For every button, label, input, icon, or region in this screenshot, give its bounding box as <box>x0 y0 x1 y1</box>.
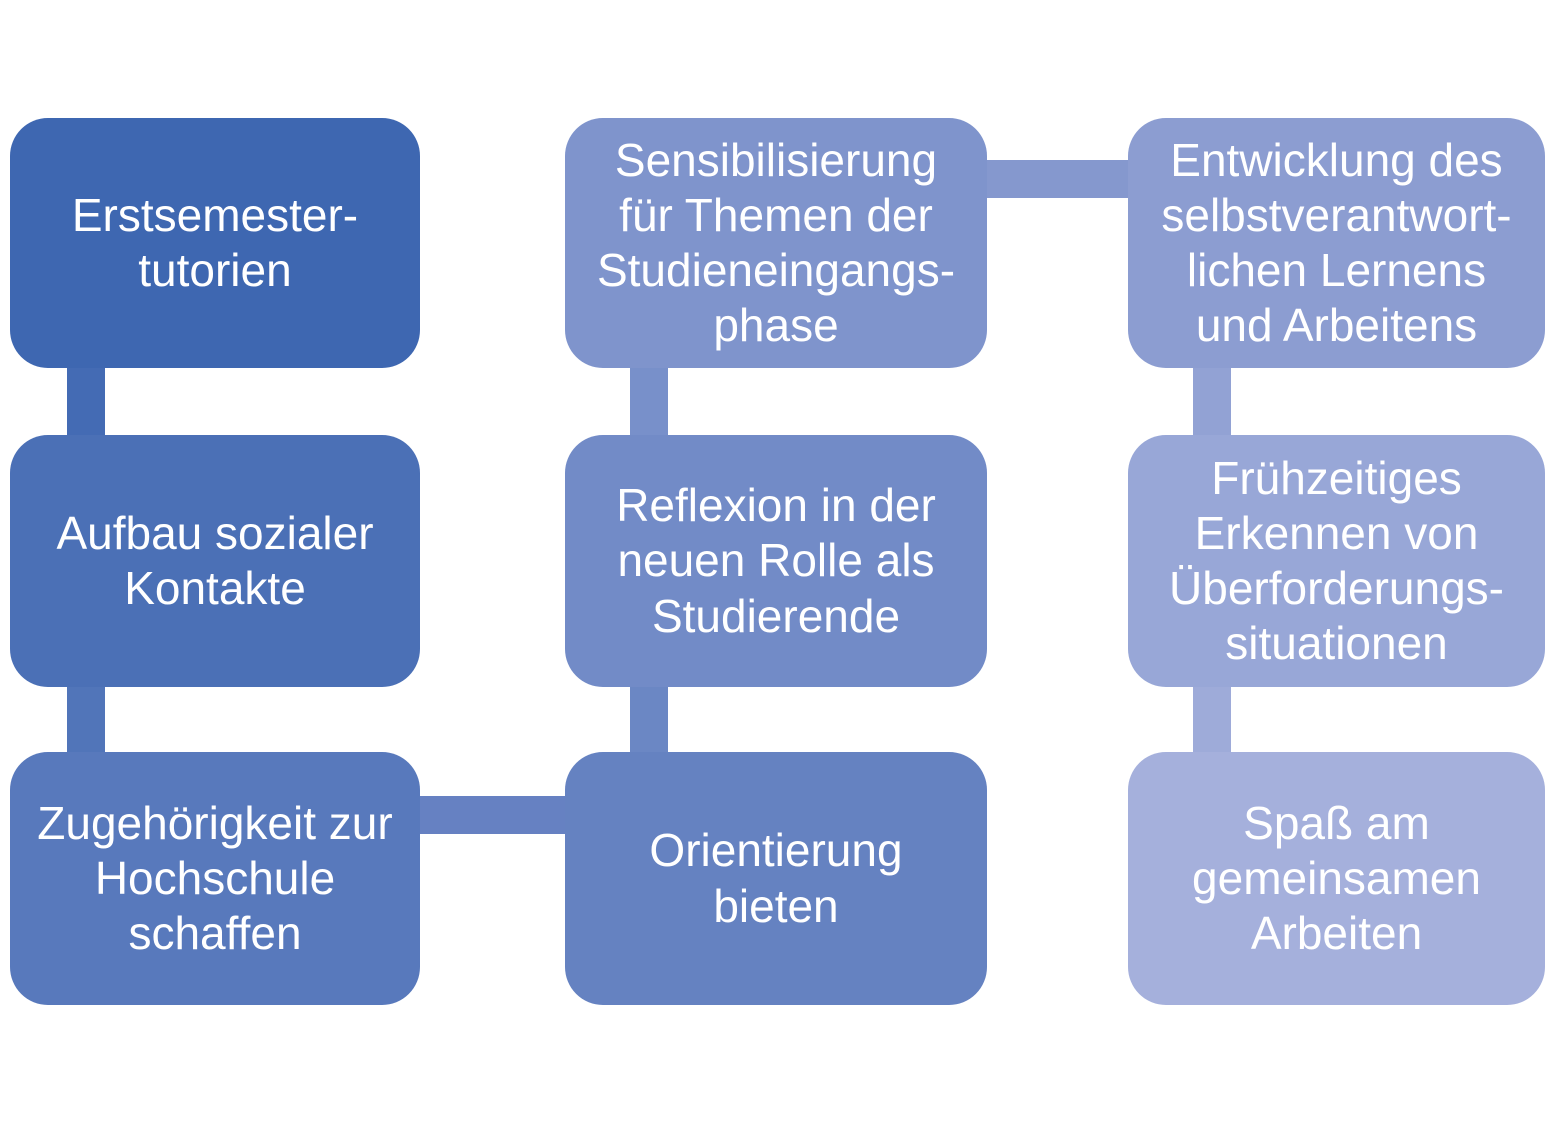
box-entwicklung-selbstverantwortliches-lernen: Entwicklung des selbstverantwort- lichen… <box>1128 118 1545 368</box>
box-sensibilisierung-studieneingangsphase: Sensibilisierung für Themen der Studiene… <box>565 118 987 368</box>
connector-5-6 <box>630 355 668 445</box>
box-zugehoerigkeit-zur-hochschule: Zugehörigkeit zur Hochschule schaffen <box>10 752 420 1005</box>
box-orientierung-bieten: Orientierung bieten <box>565 752 987 1005</box>
box-fruehzeitiges-erkennen-ueberforderung: Frühzeitiges Erkennen von Überforderungs… <box>1128 435 1545 687</box>
connector-2-3 <box>67 675 105 762</box>
box-erstsemester-tutorien: Erstsemester- tutorien <box>10 118 420 368</box>
connector-8-9 <box>1193 675 1231 762</box>
connector-4-5 <box>630 675 668 762</box>
connector-6-7 <box>978 160 1138 198</box>
box-aufbau-sozialer-kontakte: Aufbau sozialer Kontakte <box>10 435 420 687</box>
connector-3-4 <box>412 796 574 834</box>
connector-7-8 <box>1193 355 1231 445</box>
box-reflexion-neue-rolle: Reflexion in der neuen Rolle als Studier… <box>565 435 987 687</box>
box-spass-am-gemeinsamen-arbeiten: Spaß am gemeinsamen Arbeiten <box>1128 752 1545 1005</box>
connector-1-2 <box>67 355 105 445</box>
